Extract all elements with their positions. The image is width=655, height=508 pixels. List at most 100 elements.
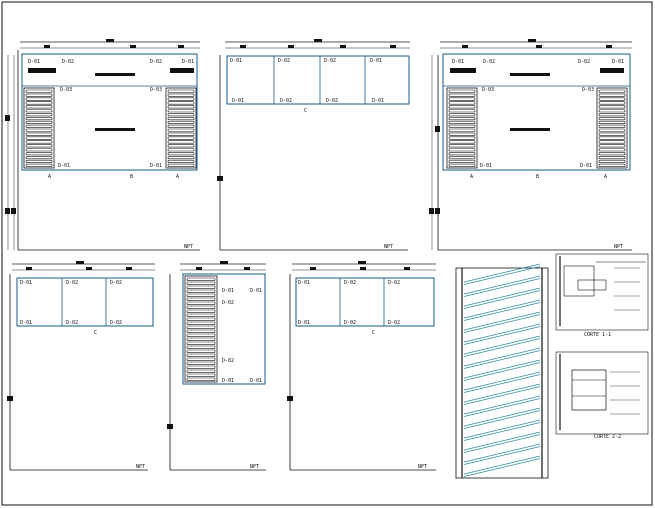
louver-blade: [463, 263, 541, 283]
stair-tread: [167, 93, 195, 97]
stair-tread: [186, 325, 216, 329]
stair-tread: [186, 329, 216, 333]
stair-tread: [598, 97, 626, 101]
stair-tread: [598, 144, 626, 148]
label-d01: D-01: [58, 163, 70, 169]
stair-tread: [186, 377, 216, 381]
label-corte-2: CORTE 2-2: [594, 434, 621, 440]
stair-tread: [186, 361, 216, 365]
louver-blade: [463, 266, 541, 285]
label-d02: D-02: [278, 58, 290, 64]
stair-tread: [186, 373, 216, 377]
label-d02: D-02: [388, 320, 400, 326]
label-d02: D-02: [222, 300, 234, 306]
stair-tread: [598, 128, 626, 132]
section-mark-a: A: [176, 174, 179, 180]
label-d02: D-02: [280, 98, 292, 104]
louver-blade: [463, 419, 541, 439]
stair-tread: [448, 101, 476, 105]
louver-blade: [463, 335, 541, 355]
stair-tread: [186, 317, 216, 321]
stair-tread: [25, 159, 53, 163]
label-d01: D-01: [298, 280, 310, 286]
stair-tread: [167, 140, 195, 144]
stair-tread: [448, 97, 476, 101]
stair-tread: [167, 128, 195, 132]
stair-tread: [186, 349, 216, 353]
louver-blade: [463, 278, 541, 297]
label-npt: NPT: [184, 244, 193, 250]
label-d03: D-03: [582, 87, 594, 93]
stair-tread: [598, 148, 626, 152]
label-d02: D-02: [62, 59, 74, 65]
stair-tread: [448, 93, 476, 97]
stair-tread: [448, 156, 476, 160]
label-d03: D-03: [60, 87, 72, 93]
louver-blade: [463, 323, 541, 343]
stair-tread: [167, 159, 195, 163]
label-d01: D-01: [20, 320, 32, 326]
stair-tread: [167, 105, 195, 109]
stair-tread: [167, 136, 195, 140]
stair-tread: [598, 113, 626, 117]
stair-tread: [186, 297, 216, 301]
label-npt: NPT: [384, 244, 393, 250]
stair-tread: [448, 124, 476, 128]
louver-blade: [463, 338, 541, 357]
stair-tread: [448, 117, 476, 121]
label-d03: D-03: [482, 87, 494, 93]
stair-tread: [25, 128, 53, 132]
label-d01: D-01: [250, 288, 262, 294]
louver-blade: [463, 446, 541, 465]
stair-tread: [25, 89, 53, 93]
louver-blade: [463, 350, 541, 369]
label-npt: NPT: [614, 244, 623, 250]
label-d02: D-02: [483, 59, 495, 65]
louver-blade: [463, 434, 541, 453]
stair-tread: [186, 289, 216, 293]
stair-tread: [167, 148, 195, 152]
label-d01: D-01: [452, 59, 464, 65]
louver-blade: [463, 362, 541, 381]
louver-blade: [463, 290, 541, 309]
louver-blade: [463, 458, 541, 477]
section-mark-a: A: [48, 174, 51, 180]
label-d01: D-01: [232, 98, 244, 104]
louver-blade: [463, 443, 541, 463]
stair-tread: [167, 163, 195, 167]
stair-tread: [448, 120, 476, 124]
section-detail-2: CORTE 2-2: [555, 351, 649, 440]
stair-tread: [186, 333, 216, 337]
stair-tread: [167, 152, 195, 156]
stair-tread: [448, 113, 476, 117]
stair-tread: [25, 109, 53, 113]
stair-tread: [25, 105, 53, 109]
stair-tread: [448, 109, 476, 113]
stair-tread: [186, 277, 216, 281]
stair-tread: [167, 89, 195, 93]
section-detail-1: CORTE 1-1: [555, 253, 649, 338]
label-d01: D-01: [580, 163, 592, 169]
louver-blade: [463, 287, 541, 307]
section-mark-a: A: [604, 174, 607, 180]
stair-tread: [25, 152, 53, 156]
stair-tread: [448, 148, 476, 152]
label-d01: D-01: [222, 378, 234, 384]
louver-blade: [463, 383, 541, 403]
plan-5: D-01 D-01 D-02 D-02 D-01 D-01 NPT: [167, 261, 266, 471]
label-d01: D-01: [372, 98, 384, 104]
louver-blade: [463, 359, 541, 379]
stair-tread: [598, 163, 626, 167]
label-d02: D-02: [150, 59, 162, 65]
louver-blade: [463, 407, 541, 427]
stair-tread: [448, 136, 476, 140]
plan-2: D-01 D-02 D-02 D-01 D-01 D-02 D-02 D-01 …: [217, 39, 410, 251]
stair-tread: [186, 341, 216, 345]
stair-tread: [448, 89, 476, 93]
stair-tread: [186, 369, 216, 373]
louver-blade: [463, 386, 541, 405]
stair-tread: [598, 105, 626, 109]
louver-blade: [463, 311, 541, 331]
stair-tread: [25, 117, 53, 121]
stair-tread: [25, 132, 53, 136]
